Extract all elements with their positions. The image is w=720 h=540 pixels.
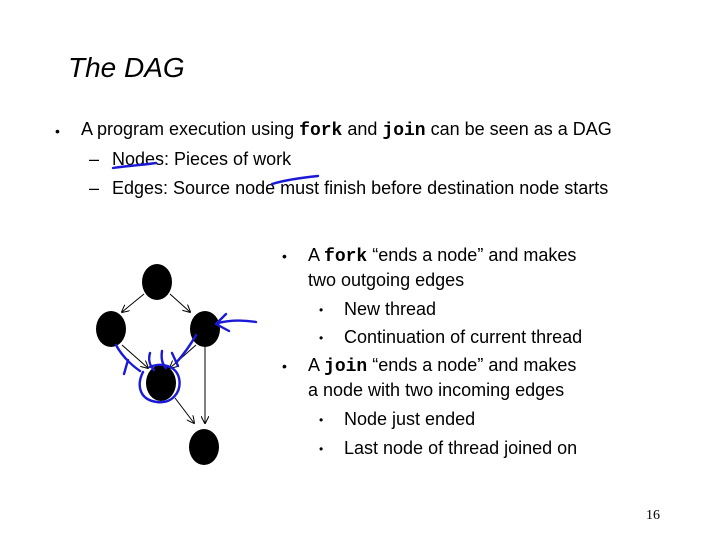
slide-title: The DAG <box>68 52 185 83</box>
join-prefix: A <box>308 355 325 375</box>
sub-bullet-edges: Edges: Source node must finish before de… <box>112 178 609 198</box>
dag-node-right <box>190 311 220 347</box>
code-fork: fork <box>324 247 368 267</box>
code-fork: fork <box>299 121 343 141</box>
dag-node-left <box>96 311 126 347</box>
hand-circle-join-node <box>138 363 181 404</box>
code-join: join <box>382 121 426 141</box>
edge-middle-to-bottom <box>174 397 194 423</box>
bullet-marker: • <box>282 358 287 374</box>
join-bullet-line1: A join “ends a node” and makes <box>308 356 576 376</box>
bullet-marker: • <box>319 303 324 317</box>
fork-prefix: A <box>308 245 325 265</box>
main-bullet-text-1: A program execution using <box>81 119 300 139</box>
join-sub-node-ended: Node just ended <box>344 409 476 429</box>
main-bullet-text-2: and <box>342 119 383 139</box>
page-number: 16 <box>646 508 660 523</box>
join-sub-last-node: Last node of thread joined on <box>344 438 578 458</box>
join-bullet-line2: a node with two incoming edges <box>308 380 565 400</box>
dash-marker: – <box>89 149 100 169</box>
hand-arrow-to-right-node <box>214 312 258 333</box>
dag-node-bottom <box>189 429 219 465</box>
hand-arrow-right-edge <box>170 333 198 368</box>
code-join: join <box>324 357 368 377</box>
edge-top-to-right <box>169 293 190 312</box>
bullet-marker: • <box>55 123 60 139</box>
main-bullet-text-3: can be seen as a DAG <box>425 119 612 139</box>
bullet-marker: • <box>319 442 324 456</box>
main-bullet: A program execution using fork and join … <box>81 120 612 140</box>
handwritten-annotations <box>111 161 320 404</box>
join-rest: “ends a node” and makes <box>367 355 577 375</box>
edge-right-to-middle <box>170 344 197 368</box>
dash-marker: – <box>89 178 100 198</box>
edge-top-to-left <box>122 293 145 312</box>
dag-node-top <box>142 264 172 300</box>
bullet-marker: • <box>319 413 324 427</box>
bullet-marker: • <box>319 331 324 345</box>
fork-sub-continuation: Continuation of current thread <box>344 327 583 347</box>
fork-bullet-line2: two outgoing edges <box>308 270 465 290</box>
edge-left-to-middle <box>121 344 148 368</box>
underline-node <box>270 174 320 186</box>
hand-arrow-left-edge <box>114 343 142 376</box>
dag-node-middle <box>146 365 176 401</box>
fork-rest: “ends a node” and makes <box>367 245 577 265</box>
fork-sub-new-thread: New thread <box>344 299 437 319</box>
fork-bullet-line1: A fork “ends a node” and makes <box>308 246 576 266</box>
bullet-marker: • <box>282 248 287 264</box>
hand-ticks <box>148 349 168 372</box>
underline-nodes <box>111 161 158 170</box>
